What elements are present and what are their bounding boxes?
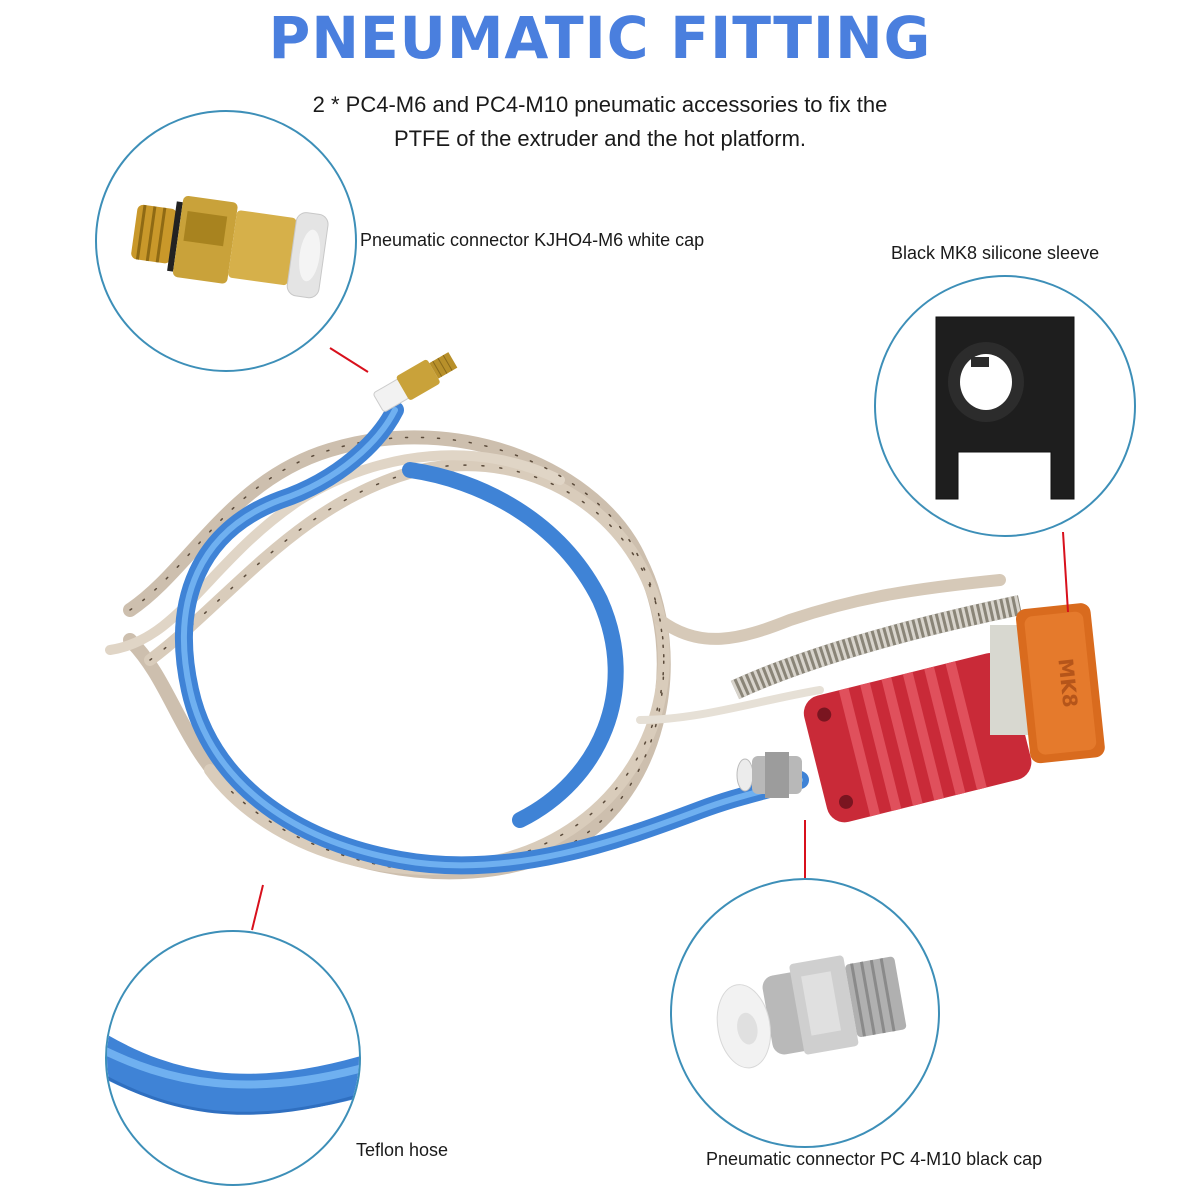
silicone-sleeve-icon bbox=[935, 316, 1075, 500]
silicone-sleeve-detail-circle bbox=[874, 275, 1136, 537]
subtitle-line-2: PTFE of the extruder and the hot platfor… bbox=[393, 126, 807, 151]
svg-text:MK8: MK8 bbox=[1053, 657, 1082, 709]
callout-line-hose bbox=[251, 884, 264, 931]
teflon-hose-label: Teflon hose bbox=[356, 1140, 449, 1160]
red-heatsink bbox=[803, 653, 1032, 823]
subtitle: 2 * PC4-M6 and PC4-M10 pneumatic accesso… bbox=[250, 88, 950, 156]
m10-connector-label: Pneumatic connector PC 4-M10 black cap bbox=[706, 1149, 1043, 1169]
steel-pneumatic-fitting-icon bbox=[716, 955, 907, 1069]
brass-pneumatic-fitting-icon bbox=[131, 195, 329, 299]
m6-connector-label: Pneumatic connector KJHO4-M6 white cap bbox=[360, 230, 705, 250]
ptfe-tube-icon bbox=[107, 1034, 359, 1115]
wire-bundle bbox=[105, 430, 1006, 880]
braided-sleeve bbox=[730, 595, 1023, 700]
subtitle-line-1: 2 * PC4-M6 and PC4-M10 pneumatic accesso… bbox=[312, 92, 888, 117]
orange-silicone-sock: MK8 bbox=[1015, 603, 1105, 764]
m10-connector-detail-circle bbox=[670, 878, 940, 1148]
brass-connector-on-tube bbox=[373, 352, 458, 412]
teflon-hose-detail-circle bbox=[105, 930, 361, 1186]
ptfe-tube bbox=[175, 401, 809, 875]
callout-line-sleeve bbox=[1062, 531, 1069, 613]
steel-push-fitting bbox=[736, 752, 802, 798]
page-title: PNEUMATIC FITTING bbox=[268, 4, 932, 72]
callout-line-m6 bbox=[329, 347, 369, 373]
m6-connector-detail-circle bbox=[95, 110, 357, 372]
silicone-sleeve-label: Black MK8 silicone sleeve bbox=[891, 243, 1100, 263]
